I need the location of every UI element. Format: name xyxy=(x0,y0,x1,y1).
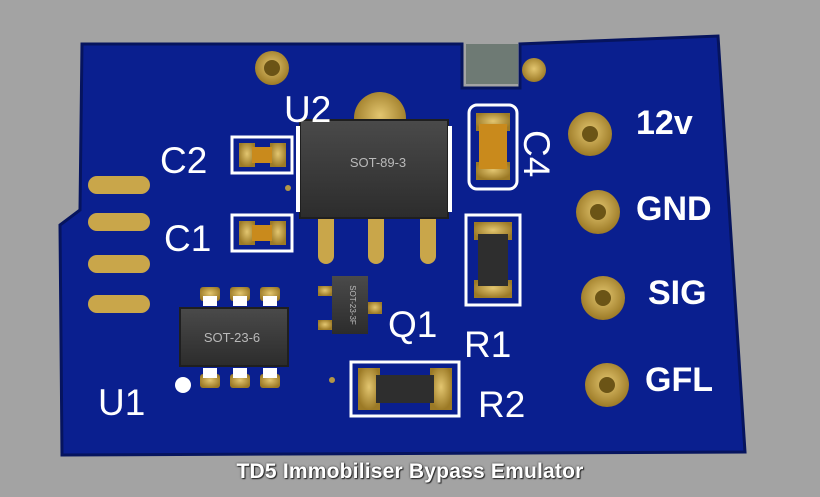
pin-pad-gnd xyxy=(576,190,620,234)
transistor-q1: SOT-23-3F xyxy=(318,276,382,334)
u1-package-label: SOT-23-6 xyxy=(204,330,260,345)
pin-pad-sig xyxy=(581,276,625,320)
ic-u2 xyxy=(296,119,452,264)
pin-pad-12v xyxy=(568,112,612,156)
label-r2: R2 xyxy=(478,384,525,425)
label-q1: Q1 xyxy=(388,304,437,345)
board-notch-shadow xyxy=(466,44,518,84)
label-r1: R1 xyxy=(464,324,511,365)
q1-package-label: SOT-23-3F xyxy=(348,285,357,325)
image-caption: TD5 Immobiliser Bypass Emulator xyxy=(236,460,584,483)
resistor-r1 xyxy=(464,213,522,307)
u2-package-label: SOT-89-3 xyxy=(350,155,406,170)
pin-label-sig: SIG xyxy=(648,274,707,312)
vias xyxy=(285,185,335,383)
resistor-r2 xyxy=(349,360,461,418)
edge-connector-fingers xyxy=(88,176,150,313)
label-c1: C1 xyxy=(164,218,211,259)
mounting-hole-top xyxy=(255,51,289,85)
ic-u1 xyxy=(175,287,289,393)
capacitor-c1 xyxy=(230,213,294,253)
pin-label-gnd: GND xyxy=(636,190,712,228)
pin-label-gfl: GFL xyxy=(645,361,713,399)
label-u2: U2 xyxy=(284,89,331,130)
label-c2: C2 xyxy=(160,140,207,181)
mounting-hole-top-right xyxy=(522,58,546,82)
pin-label-12v: 12v xyxy=(636,104,693,142)
capacitor-c2 xyxy=(230,135,294,175)
label-u1: U1 xyxy=(98,382,145,423)
label-c4: C4 xyxy=(516,130,557,177)
pin-pad-gfl xyxy=(585,363,629,407)
capacitor-c4 xyxy=(467,103,519,191)
